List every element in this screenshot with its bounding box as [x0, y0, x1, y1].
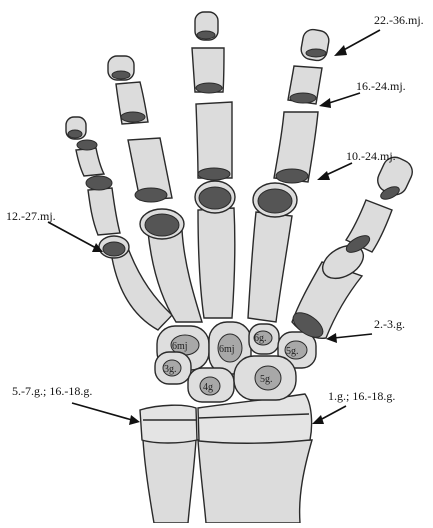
carpal-label-capitate: 6mj [172, 341, 188, 352]
distal-phalanx-2-ossification [306, 49, 326, 57]
carpal-label-hamate: 6mj [219, 344, 235, 355]
ulna-epiphysis [140, 405, 197, 443]
ulna-shaft [143, 440, 196, 523]
metacarpal-3 [198, 208, 235, 318]
arrowhead-ulna [129, 415, 140, 425]
arrowhead-radius [312, 415, 324, 424]
carpal-label-trapezoid: 6g. [254, 333, 267, 344]
label-radius-epiphysis-age: 1.g.; 16.-18.g. [328, 390, 395, 402]
metacarpal-4-ossification [145, 214, 179, 236]
arrow-ulna [72, 403, 132, 420]
metacarpal-2 [248, 212, 292, 322]
arrowhead-proximal-phalanx [317, 171, 330, 180]
distal-phalanx-5-ossification [68, 130, 82, 138]
metacarpal-3-ossification [199, 187, 231, 209]
arrowhead-distal-phalanx [334, 45, 347, 56]
proximal-phalanx-3 [196, 102, 232, 178]
proximal-phalanx-5 [88, 188, 120, 235]
middle-phalanx-3-ossification [196, 83, 222, 93]
arrow-radius [320, 406, 346, 420]
radius-shaft [198, 440, 312, 523]
arrow-distal-phalanx [340, 30, 380, 52]
carpal-bones [155, 322, 316, 402]
distal-phalanx-4-ossification [112, 71, 130, 79]
arrowhead-middle-phalanx [319, 98, 331, 108]
proximal-phalanx-2-ossification [276, 169, 308, 183]
digit-3 [192, 12, 235, 318]
forearm-bones [140, 394, 312, 523]
label-middle-phalanx-age: 16.-24.mj. [356, 80, 406, 92]
label-proximal-phalanx-age: 10.-24.mj. [346, 150, 396, 162]
middle-phalanx-5 [76, 148, 104, 176]
proximal-phalanx-3-ossification [198, 168, 230, 180]
label-fifth-metacarpal-age: 12.-27.mj. [6, 210, 56, 222]
carpal-label-trapezium: 5g. [286, 346, 299, 357]
carpal-label-scaphoid: 5g. [260, 374, 273, 385]
arrow-fifth-metacarpal [48, 222, 96, 248]
label-ulna-epiphysis-age: 5.-7.g.; 16.-18.g. [12, 385, 92, 397]
proximal-phalanx-5-ossification [86, 176, 112, 190]
proximal-phalanx-4-ossification [135, 188, 167, 202]
label-first-metacarpal-age: 2.-3.g. [374, 318, 405, 330]
metacarpal-2-ossification [258, 189, 292, 213]
carpal-label-lunate: 4g [203, 382, 213, 393]
arrow-proximal-phalanx [324, 163, 352, 176]
arrow-first-metacarpal [334, 334, 372, 338]
arrow-middle-phalanx [326, 93, 360, 104]
distal-phalanx-3-ossification [197, 31, 215, 39]
label-distal-phalanx-age: 22.-36.mj. [374, 14, 424, 26]
middle-phalanx-4-ossification [121, 112, 145, 122]
metacarpal-5-ossification [103, 242, 125, 256]
middle-phalanx-5-ossification [77, 140, 97, 150]
middle-phalanx-2-ossification [290, 93, 316, 103]
carpal-label-triquetrum: 3g. [164, 364, 177, 375]
